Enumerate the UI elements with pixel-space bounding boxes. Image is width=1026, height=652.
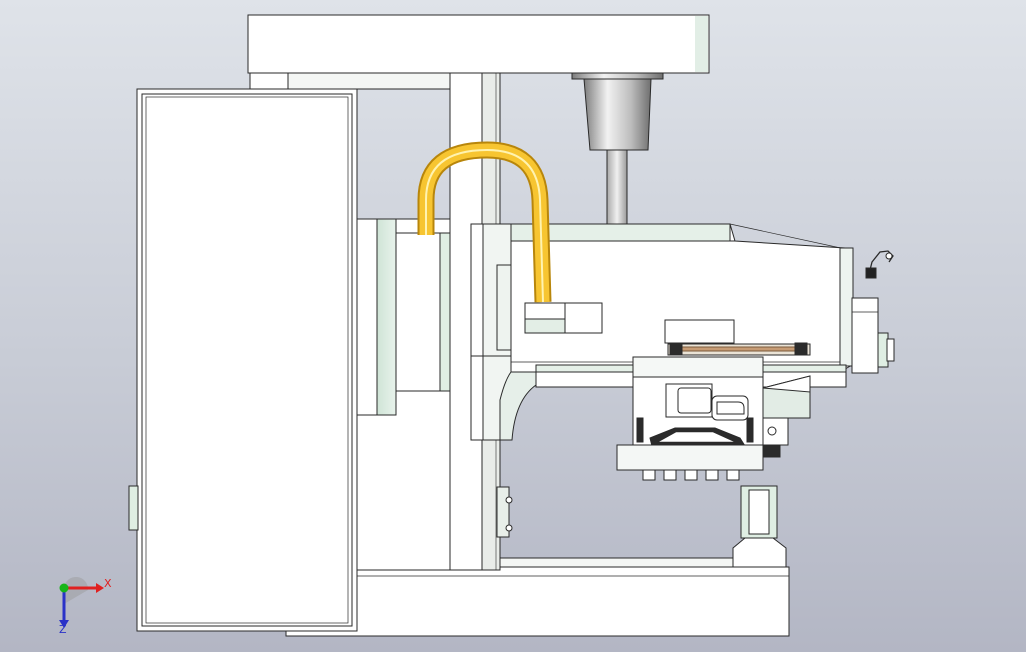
door-hinge: [128, 485, 139, 531]
coordinate-triad: X Z: [59, 576, 112, 636]
support-stand-foot: [732, 537, 787, 568]
green-mount-plate: [376, 218, 397, 416]
spindle-housing: [583, 78, 652, 151]
head-gusset: [499, 371, 537, 441]
spindle-collar: [571, 72, 664, 80]
clamp-bar: [616, 444, 764, 471]
side-motor: [851, 297, 879, 374]
top-overarm: [247, 14, 710, 74]
electrical-cabinet: [136, 88, 358, 632]
vise-top-plate: [632, 356, 764, 378]
spindle-shaft: [606, 149, 628, 228]
machine-base: [285, 566, 790, 637]
cable-loop: [417, 141, 552, 303]
axis-z-label: Z: [59, 623, 67, 636]
axis-x-label: X: [104, 577, 112, 590]
display-panel: [664, 319, 735, 344]
